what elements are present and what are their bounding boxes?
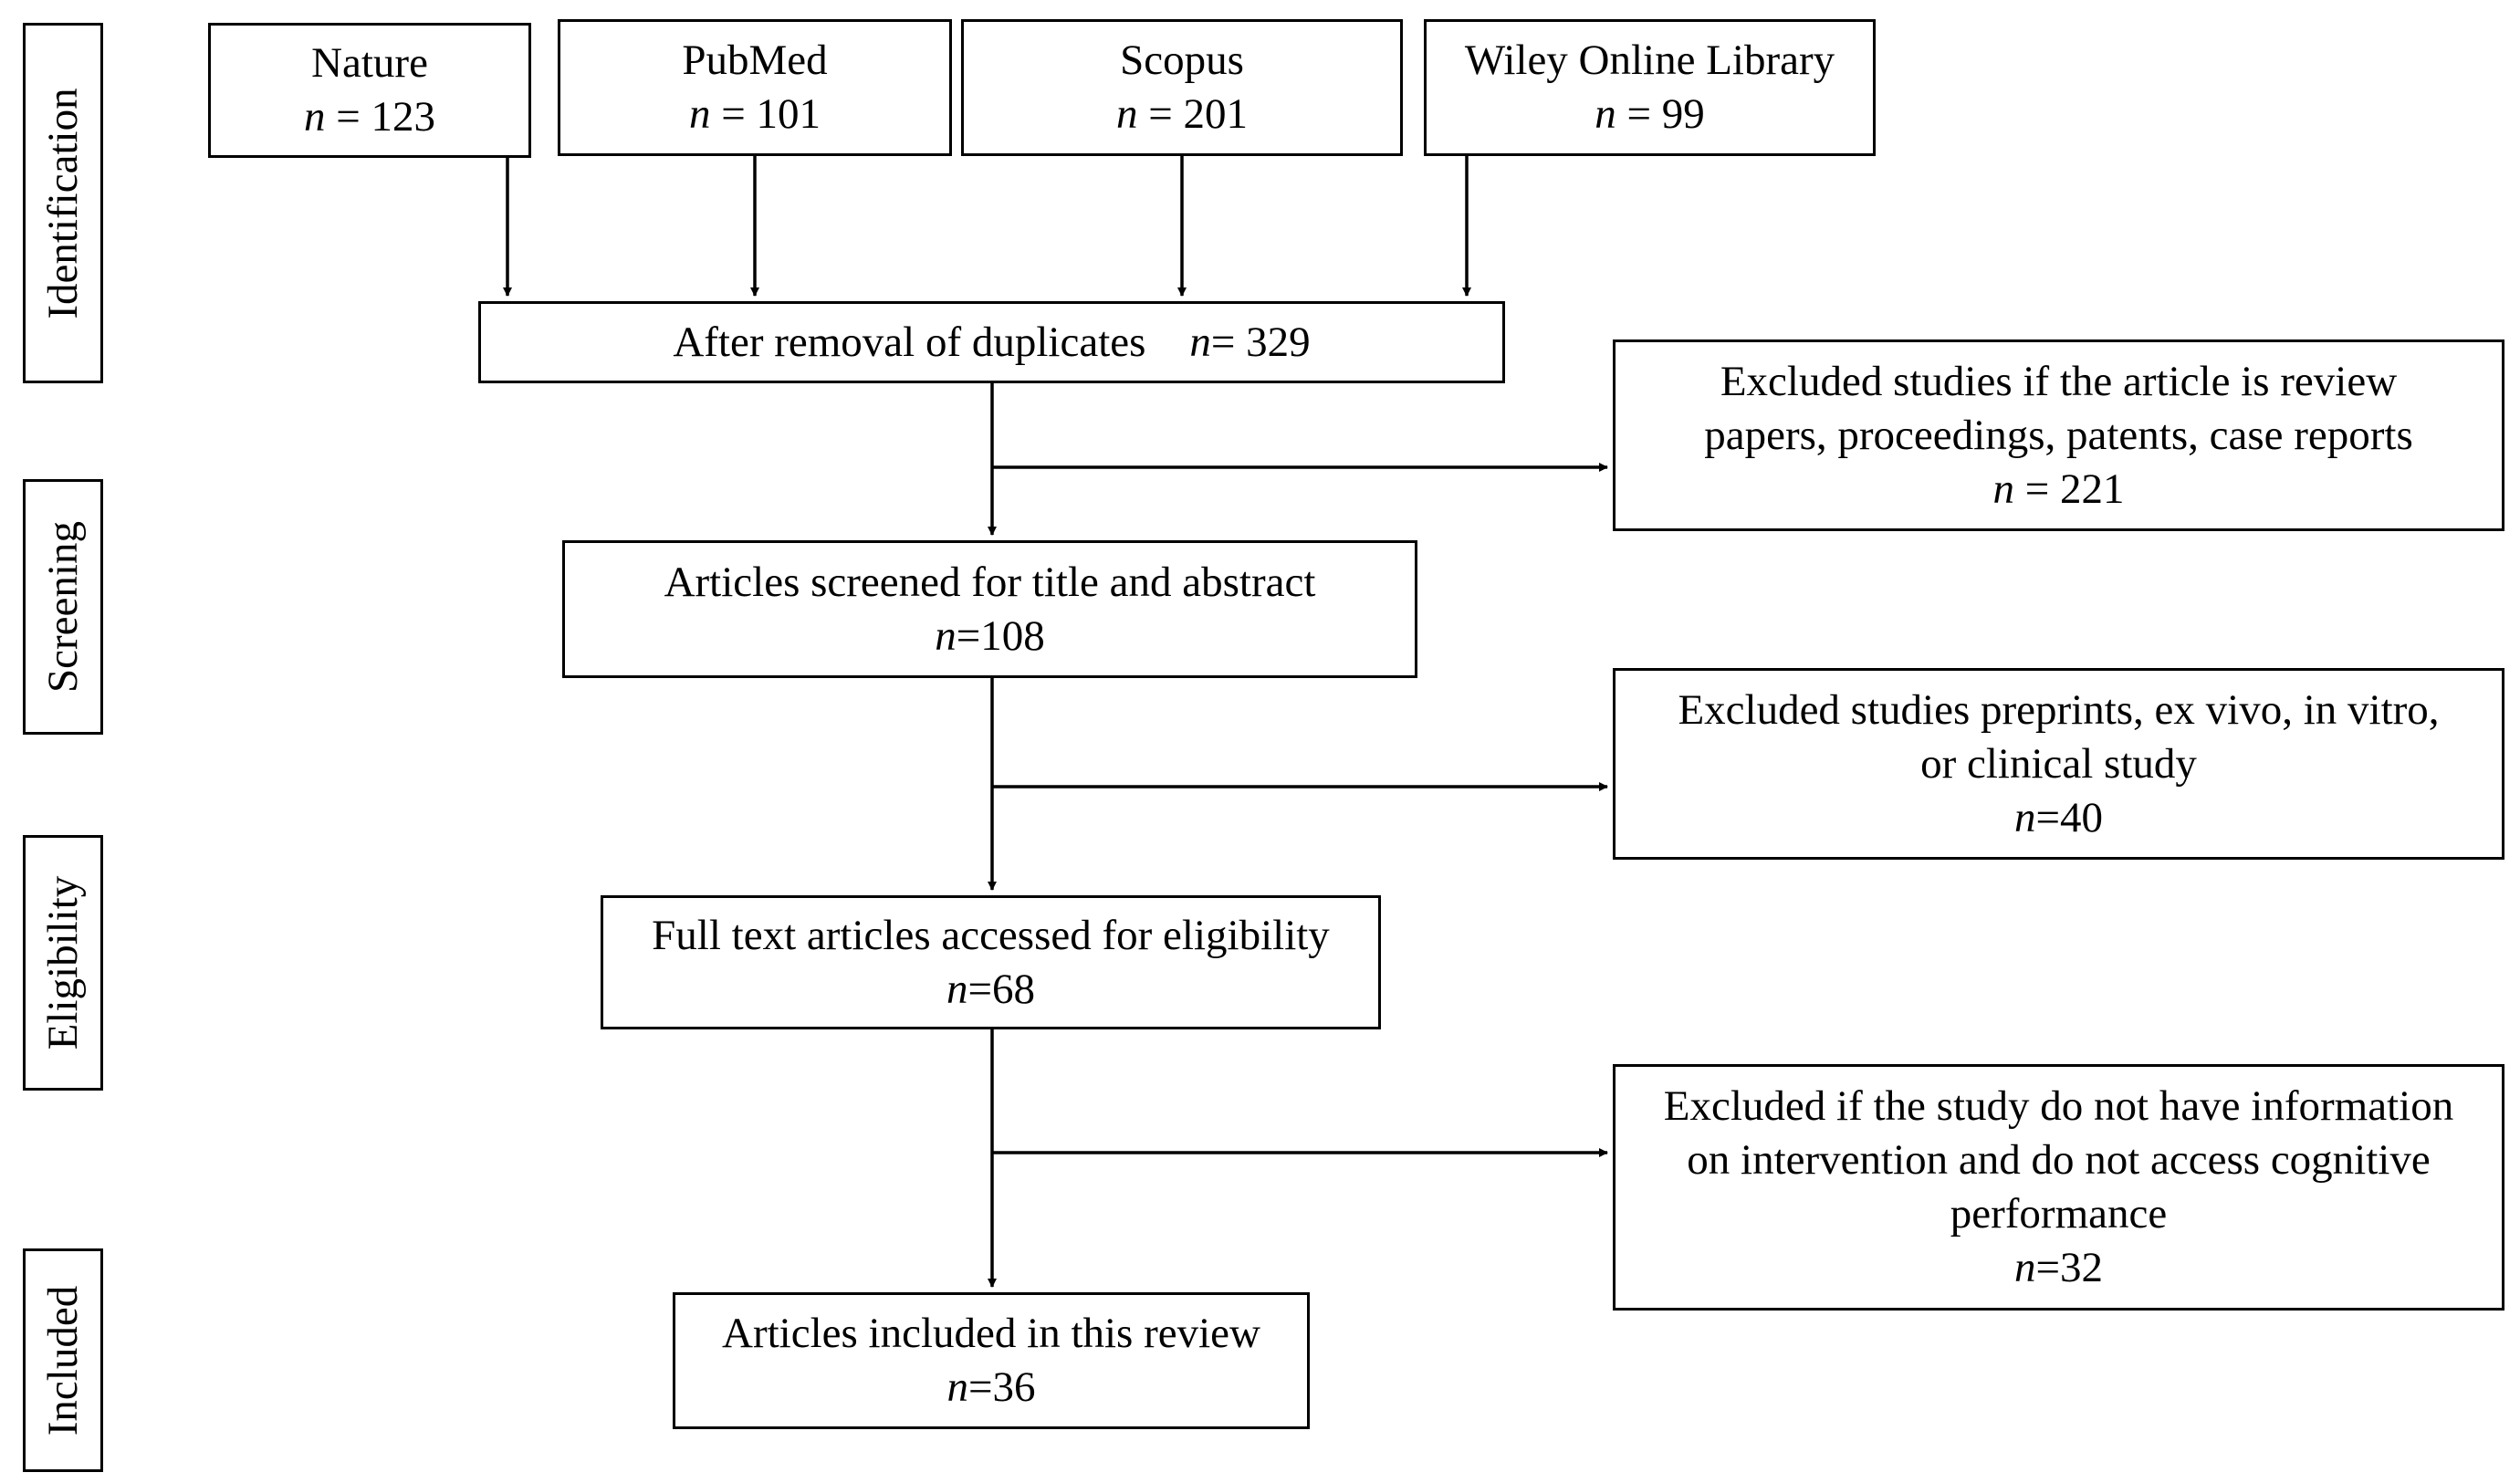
n-symbol: n: [303, 93, 326, 141]
stage-included: Included: [23, 1248, 103, 1472]
excluded-text-line: Excluded if the study do not have inform…: [1663, 1082, 2454, 1130]
included-text: Articles included in this review: [722, 1310, 1260, 1357]
excluded-count: n = 221: [1992, 463, 2124, 517]
source-count: n = 101: [689, 88, 821, 141]
excluded-text-line: Excluded studies preprints, ex vivo, in …: [1678, 685, 2440, 734]
n-symbol: n: [946, 1363, 968, 1411]
fulltext-box: Full text articles accessed for eligibil…: [601, 895, 1381, 1029]
count-value: =40: [2035, 793, 2103, 841]
source-name: PubMed: [682, 37, 828, 84]
source-count: n = 99: [1595, 88, 1705, 141]
source-count: n = 201: [1116, 88, 1248, 141]
duplicates-removed-box: After removal of duplicates n = 329: [478, 301, 1505, 383]
n-symbol: n: [2013, 793, 2036, 841]
source-box-pubmed: PubMed n = 101: [558, 19, 952, 156]
n-symbol: n: [2013, 1244, 2036, 1291]
count-value: =108: [956, 611, 1045, 660]
source-name: Wiley Online Library: [1464, 37, 1835, 84]
count-value: = 329: [1210, 318, 1311, 366]
n-symbol: n: [1992, 465, 2014, 513]
source-box-nature: Nature n = 123: [208, 23, 531, 158]
fulltext-count: n=68: [946, 963, 1035, 1017]
duplicates-text: After removal of duplicates: [673, 318, 1146, 366]
stage-eligibility-label: Eligibility: [39, 875, 87, 1050]
count-value: = 201: [1137, 90, 1248, 138]
excluded-count: n=40: [2014, 791, 2103, 845]
fulltext-text: Full text articles accessed for eligibil…: [652, 911, 1330, 959]
n-symbol: n: [946, 965, 968, 1013]
screened-count: n=108: [935, 610, 1045, 663]
excluded-count: n=32: [2014, 1241, 2103, 1295]
stage-screening: Screening: [23, 479, 103, 735]
n-symbol: n: [935, 611, 957, 660]
excluded-text-line: Excluded studies if the article is revie…: [1720, 357, 2398, 405]
count-value: = 99: [1616, 90, 1705, 138]
excluded-text-line: performance: [1950, 1190, 2168, 1238]
excluded-box-3: Excluded if the study do not have inform…: [1613, 1064, 2504, 1311]
n-symbol: n: [688, 90, 711, 138]
n-symbol: n: [1115, 90, 1138, 138]
stage-identification: Identification: [23, 23, 103, 383]
count-value: = 221: [2013, 465, 2125, 513]
n-symbol: n: [1595, 90, 1616, 138]
excluded-text-line: or clinical study: [1920, 739, 2197, 788]
source-box-wiley: Wiley Online Library n = 99: [1424, 19, 1876, 156]
count-value: =36: [967, 1363, 1036, 1411]
excluded-box-1: Excluded studies if the article is revie…: [1613, 339, 2504, 531]
included-count: n=36: [946, 1361, 1035, 1415]
stage-screening-label: Screening: [39, 521, 87, 693]
count-value: =32: [2035, 1244, 2103, 1291]
excluded-text-line: papers, proceedings, patents, case repor…: [1704, 411, 2413, 459]
stage-included-label: Included: [39, 1285, 87, 1436]
excluded-box-2: Excluded studies preprints, ex vivo, in …: [1613, 668, 2504, 860]
included-box: Articles included in this review n=36: [673, 1292, 1310, 1429]
source-name: Scopus: [1120, 37, 1244, 84]
count-value: = 101: [710, 90, 821, 138]
stage-eligibility: Eligibility: [23, 835, 103, 1091]
excluded-text-line: on intervention and do not access cognit…: [1687, 1136, 2431, 1184]
source-name: Nature: [311, 39, 428, 87]
n-symbol: n: [1189, 318, 1211, 366]
screened-text: Articles screened for title and abstract: [664, 558, 1316, 606]
count-value: =68: [967, 965, 1035, 1013]
count-value: = 123: [325, 93, 435, 141]
screened-box: Articles screened for title and abstract…: [562, 540, 1417, 678]
source-count: n = 123: [304, 90, 435, 144]
stage-identification-label: Identification: [39, 87, 87, 319]
source-box-scopus: Scopus n = 201: [961, 19, 1403, 156]
